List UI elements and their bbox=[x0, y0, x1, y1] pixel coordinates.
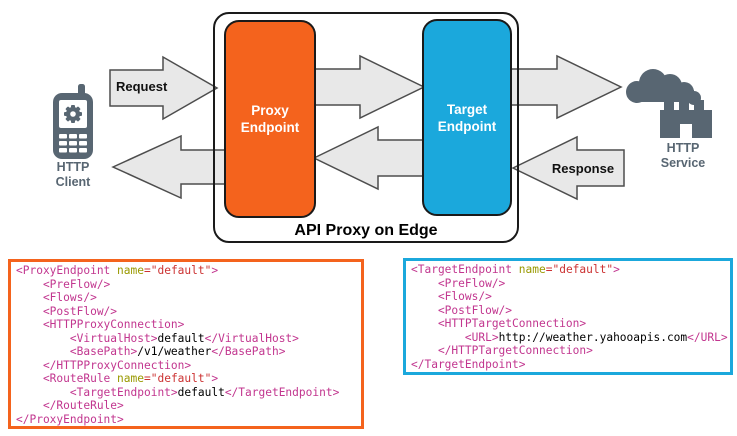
flow-arrows bbox=[109, 54, 625, 201]
target-endpoint-xml-code: <TargetEndpoint name="default"> <PreFlow… bbox=[403, 258, 733, 375]
request-arrow bbox=[109, 55, 219, 121]
http-client-phone-icon bbox=[53, 84, 93, 159]
code-line: <URL>http://weather.yahooapis.com</URL> bbox=[411, 330, 728, 344]
code-line: <Flows/> bbox=[16, 291, 97, 304]
code-line: </HTTPTargetConnection> bbox=[411, 344, 593, 357]
proxy-endpoint-label-line1: Proxy bbox=[251, 103, 289, 118]
code-line: <HTTPProxyConnection> bbox=[16, 318, 185, 331]
target-endpoint-box: Target Endpoint bbox=[422, 19, 512, 216]
code-line: <TargetEndpoint>default</TargetEndpoint> bbox=[16, 385, 340, 399]
http-service-label-line1: HTTP bbox=[666, 141, 700, 155]
target-endpoint-label-line2: Endpoint bbox=[437, 118, 497, 134]
http-service-label-line2: Service bbox=[660, 156, 706, 170]
request-label: Request bbox=[116, 79, 168, 94]
proxy-endpoint-label-line2: Endpoint bbox=[240, 120, 300, 135]
http-service-factory-icon bbox=[626, 69, 712, 138]
phone-keypad bbox=[59, 134, 87, 153]
response-from-service-arrow bbox=[511, 135, 625, 201]
api-proxy-on-edge-label: API Proxy on Edge bbox=[294, 222, 438, 239]
code-line: </ProxyEndpoint> bbox=[16, 412, 124, 426]
http-client-label: HTTP Client bbox=[39, 160, 107, 190]
code-line: <HTTPTargetConnection> bbox=[411, 317, 587, 330]
proxy-to-target-arrow bbox=[312, 54, 426, 120]
code-line: <PostFlow/> bbox=[411, 303, 513, 317]
response-label: Response bbox=[551, 161, 615, 176]
code-line: <PreFlow/> bbox=[411, 276, 506, 290]
code-line: <ProxyEndpoint name="default"> bbox=[16, 264, 219, 277]
http-client-label-line2: Client bbox=[55, 175, 91, 189]
factory-door bbox=[680, 124, 692, 138]
http-client-label-line1: HTTP bbox=[56, 160, 90, 174]
code-line: <RouteRule name="default"> bbox=[16, 372, 219, 385]
code-line: </TargetEndpoint> bbox=[411, 357, 526, 371]
code-line: <PreFlow/> bbox=[16, 277, 111, 291]
proxy-endpoint-box: Proxy Endpoint bbox=[224, 20, 316, 218]
code-line: <TargetEndpoint name="default"> bbox=[411, 263, 620, 276]
proxy-endpoint-xml-code: <ProxyEndpoint name="default"> <PreFlow/… bbox=[8, 259, 364, 429]
code-line: <Flows/> bbox=[411, 290, 492, 303]
smoke-cloud-icon bbox=[626, 69, 701, 105]
target-to-proxy-arrow bbox=[312, 125, 425, 191]
target-endpoint-label-line1: Target bbox=[446, 101, 488, 117]
response-to-client-arrow bbox=[111, 134, 227, 200]
target-to-service-arrow bbox=[507, 54, 623, 120]
http-service-label: HTTP Service bbox=[647, 141, 719, 171]
code-line: </HTTPProxyConnection> bbox=[16, 358, 192, 372]
code-line: <VirtualHost>default</VirtualHost> bbox=[16, 331, 299, 345]
code-line: <PostFlow/> bbox=[16, 304, 118, 318]
code-line: <BasePath>/v1/weather</BasePath> bbox=[16, 345, 286, 358]
code-line: </RouteRule> bbox=[16, 399, 124, 412]
